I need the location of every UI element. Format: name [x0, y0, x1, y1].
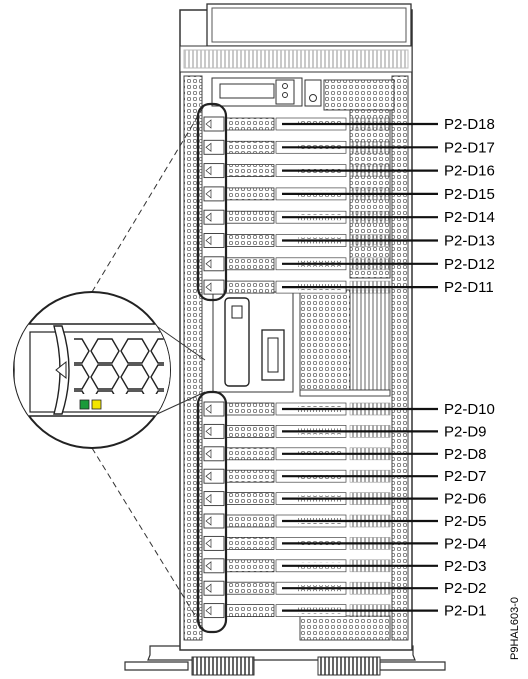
drive-bay-icon	[205, 538, 212, 549]
drive-bay-icon	[205, 493, 212, 504]
drive-bay-icon	[205, 516, 212, 526]
slot-label: P2-D15	[444, 186, 495, 203]
drive-grill	[225, 424, 275, 438]
slot-label: P2-D3	[444, 558, 487, 575]
drive-bay-icon	[205, 119, 212, 129]
drive-grill	[225, 164, 275, 178]
slot-label: P2-D16	[444, 163, 495, 180]
drive-bay-icon	[205, 426, 212, 437]
drive-handle	[203, 580, 225, 596]
drive-grill	[225, 469, 275, 483]
zoom-lines	[91, 105, 205, 631]
slot-labels: P2-D18P2-D17P2-D16P2-D15P2-D14P2-D13P2-D…	[444, 116, 495, 620]
drive-handle	[203, 401, 225, 417]
release-arrow-icon	[55, 360, 67, 380]
drive-handle	[203, 256, 225, 272]
drive-bay-icon	[205, 471, 212, 481]
slot-label: P2-D17	[444, 139, 495, 156]
slot-label: P2-D7	[444, 468, 487, 485]
drive-magnifier-callout	[13, 291, 171, 449]
drive-handle	[203, 279, 225, 295]
drive-grill	[225, 280, 275, 294]
drive-grill	[225, 257, 275, 271]
fault-led	[91, 399, 102, 410]
server-chassis	[179, 3, 413, 651]
drive-grill	[225, 402, 275, 416]
drive-handle	[203, 209, 225, 225]
slot-label: P2-D5	[444, 513, 487, 530]
drive-handle	[203, 446, 225, 462]
drive-handle	[203, 116, 225, 132]
slot-label: P2-D11	[444, 279, 494, 296]
drive-handle	[203, 186, 225, 202]
slot-label: P2-D13	[444, 233, 495, 250]
slot-label: P2-D4	[444, 535, 487, 552]
drive-handle	[203, 423, 225, 439]
slot-label: P2-D2	[444, 580, 487, 597]
drive-bay-icon	[205, 605, 212, 616]
drive-handle	[203, 513, 225, 529]
drive-bay-icon	[205, 449, 212, 459]
drive-grill	[225, 604, 275, 617]
slot-label: P2-D6	[444, 491, 487, 508]
activity-led	[79, 399, 90, 410]
drive-bay-icon	[205, 165, 212, 176]
drive-handle	[203, 603, 225, 619]
drive-grill	[225, 447, 275, 461]
drive-bay-icon	[205, 259, 212, 269]
drive-bay-icon	[205, 404, 212, 414]
drive-grill	[225, 537, 275, 550]
drive-grill	[225, 140, 275, 154]
slot-label: P2-D12	[444, 256, 495, 273]
drive-grill	[225, 210, 275, 224]
figure-id: P9HAL603-0	[509, 597, 521, 660]
drive-handle	[203, 163, 225, 179]
slot-leader-lines	[282, 122, 438, 612]
drive-handle	[203, 233, 225, 248]
drive-grill	[225, 514, 275, 528]
drive-grill	[225, 187, 275, 201]
drive-bay-icon	[205, 142, 212, 153]
slot-label: P2-D10	[444, 401, 495, 418]
hex-grill-icon	[74, 338, 164, 394]
drive-bay-icon	[205, 282, 212, 292]
upper-drive-group-outline	[196, 102, 228, 302]
slot-label: P2-D8	[444, 446, 487, 463]
slot-label: P2-D18	[444, 116, 495, 133]
drive-bay-icon	[205, 561, 212, 571]
drive-grill	[225, 234, 275, 247]
drive-handle	[203, 558, 225, 574]
drive-bay-icon	[205, 212, 212, 222]
lower-drive-group-outline	[196, 390, 228, 634]
pointer-lines	[154, 324, 206, 416]
drive-bay	[203, 535, 391, 551]
drive-grill	[225, 559, 275, 573]
drive-bay-icon	[205, 235, 212, 246]
slot-label: P2-D9	[444, 423, 487, 440]
drive-handle	[203, 139, 225, 155]
drive-handle	[203, 468, 225, 484]
slot-label: P2-D1	[444, 603, 487, 620]
drive-handle	[203, 535, 225, 551]
drive-grill	[225, 581, 275, 595]
drive-grill	[225, 492, 275, 506]
slot-label: P2-D14	[444, 209, 495, 226]
drive-handle	[203, 491, 225, 507]
drive-bay-icon	[205, 189, 212, 199]
drive-bay-icon	[205, 583, 212, 593]
drive-grill	[225, 117, 275, 131]
